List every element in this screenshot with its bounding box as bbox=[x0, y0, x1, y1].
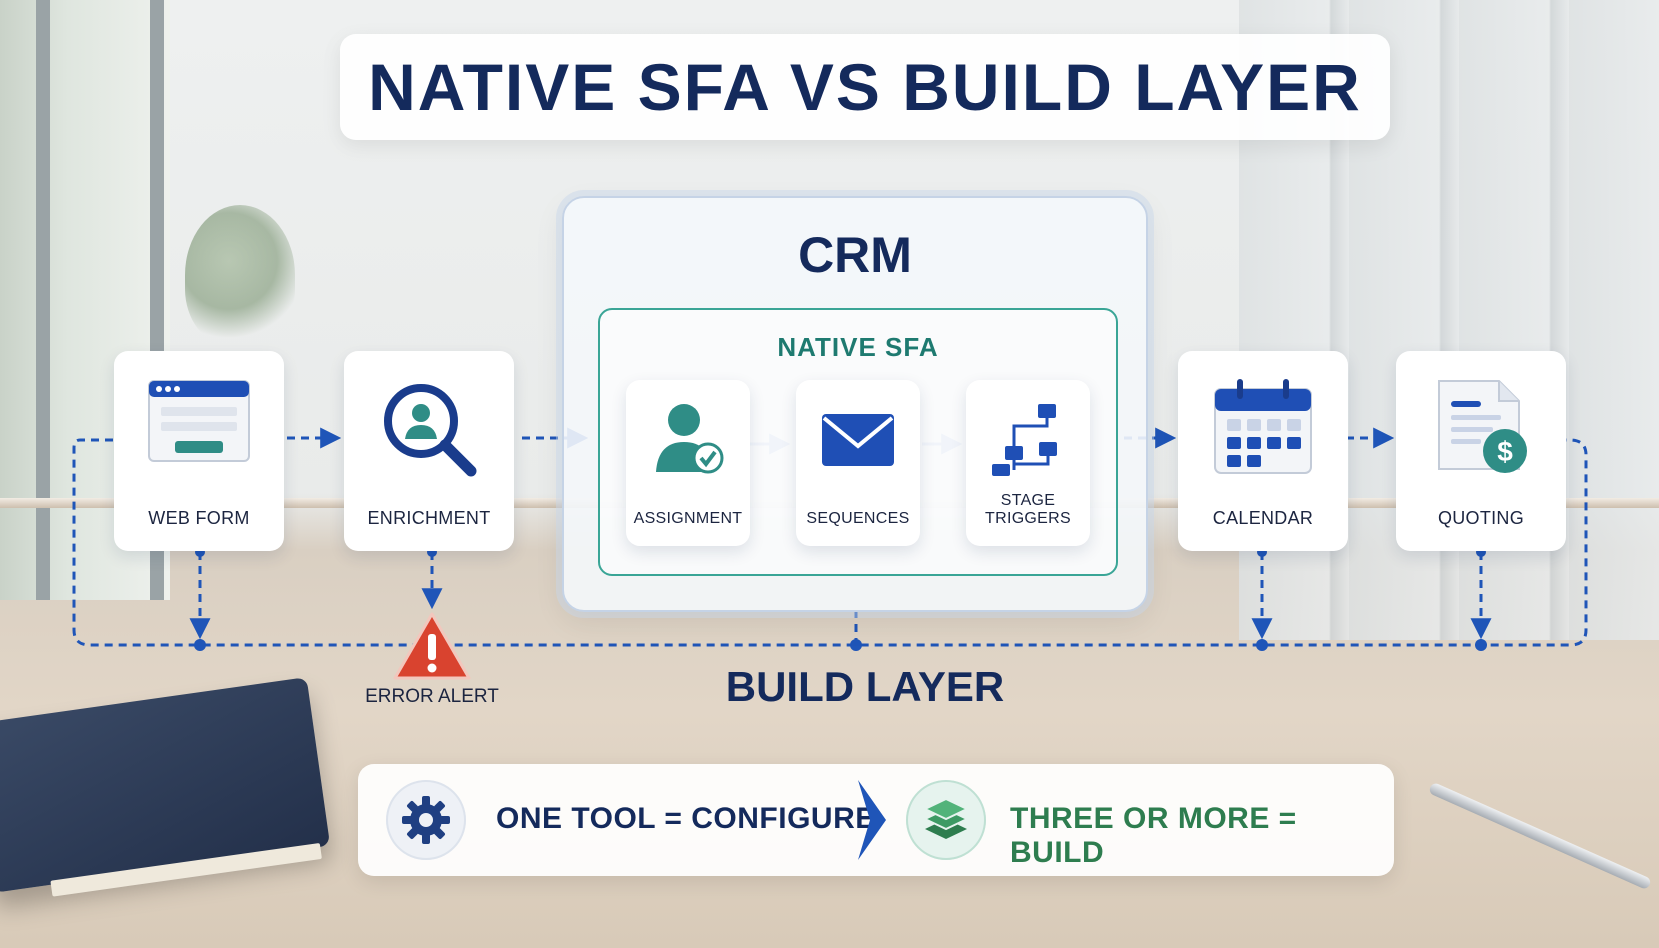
quote-document-icon: $ bbox=[1438, 380, 1527, 473]
title-banner: NATIVE SFA VS BUILD LAYER bbox=[340, 34, 1390, 140]
build-layer-label: BUILD LAYER bbox=[725, 663, 1005, 710]
page-title: NATIVE SFA VS BUILD LAYER bbox=[368, 50, 1362, 124]
magnifier-user-icon bbox=[384, 384, 477, 477]
step-card-quoting[interactable]: $ QUOTING bbox=[1396, 351, 1566, 551]
background-window-frame bbox=[36, 0, 50, 600]
crm-title: CRM bbox=[798, 227, 912, 283]
step-label-calendar: CALENDAR bbox=[1212, 508, 1314, 528]
user-check-icon bbox=[656, 404, 724, 474]
rule-configure-text: ONE TOOL = CONFIGURE bbox=[496, 802, 876, 835]
step-card-enrichment[interactable]: ENRICHMENT bbox=[344, 351, 514, 551]
error-alert-label: ERROR ALERT bbox=[365, 686, 499, 707]
svg-text:$: $ bbox=[1497, 436, 1513, 467]
step-label-quoting: QUOTING bbox=[1437, 508, 1525, 528]
layers-icon bbox=[906, 780, 986, 860]
step-label-assignment: ASSIGNMENT bbox=[633, 510, 743, 527]
warning-triangle-icon bbox=[393, 612, 471, 680]
envelope-icon bbox=[822, 414, 894, 466]
step-card-web-form[interactable]: WEB FORM bbox=[114, 351, 284, 551]
build-layer-line bbox=[72, 438, 1588, 647]
step-card-assignment[interactable]: ASSIGNMENT bbox=[626, 380, 750, 546]
step-label-stage-triggers: STAGE TRIGGERS bbox=[985, 492, 1071, 527]
step-label-enrichment: ENRICHMENT bbox=[367, 508, 491, 528]
calendar-icon bbox=[1214, 379, 1312, 474]
connector-dot bbox=[1475, 639, 1487, 651]
connector-dot bbox=[194, 639, 206, 651]
step-card-stage-triggers[interactable]: STAGE TRIGGERS bbox=[966, 380, 1090, 546]
native-sfa-title: NATIVE SFA bbox=[777, 332, 939, 362]
connector-dot bbox=[1256, 639, 1268, 651]
step-label-sequences: SEQUENCES bbox=[806, 510, 910, 527]
step-card-sequences[interactable]: SEQUENCES bbox=[796, 380, 920, 546]
background-plant bbox=[185, 205, 295, 345]
rules-banner: ONE TOOL = CONFIGURE THREE OR MORE = BUI… bbox=[358, 764, 1394, 876]
step-label-web-form: WEB FORM bbox=[148, 508, 250, 528]
connector-dot bbox=[850, 639, 862, 651]
error-alert[interactable]: ERROR ALERT bbox=[357, 610, 507, 710]
gear-icon bbox=[386, 780, 466, 860]
step-card-calendar[interactable]: CALENDAR bbox=[1178, 351, 1348, 551]
web-form-icon bbox=[148, 380, 250, 462]
crm-panel: CRM NATIVE SFA ASSIGNMENT SEQUENCES bbox=[562, 196, 1148, 612]
workflow-icon bbox=[992, 404, 1057, 476]
chevron-right-icon bbox=[858, 780, 886, 860]
rule-build-text: THREE OR MORE = BUILD bbox=[1010, 802, 1297, 869]
native-sfa-panel: NATIVE SFA ASSIGNMENT SEQUENCES bbox=[598, 308, 1118, 576]
